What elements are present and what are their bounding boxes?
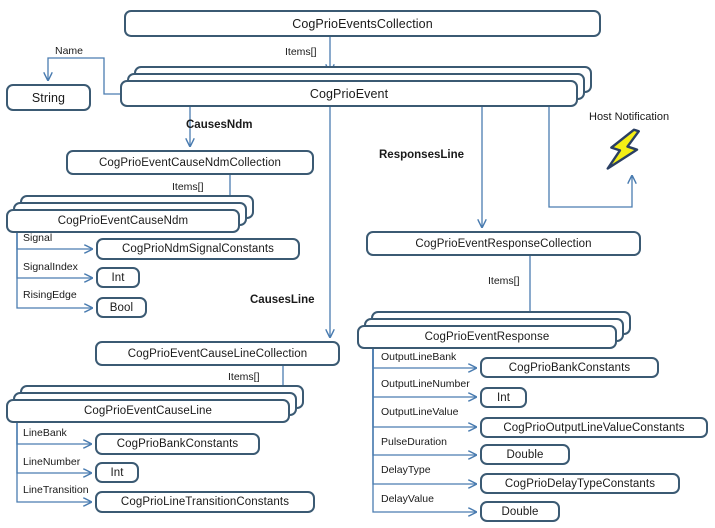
node-line_int[interactable]: Int (95, 462, 139, 483)
edge-label-pulse-duration: PulseDuration (381, 436, 447, 448)
edge-label-name: Name (55, 45, 84, 57)
edge-label-rising-edge: RisingEdge (23, 289, 77, 301)
edge-label-items-line: Items[] (228, 371, 260, 383)
edge-label-out-line-number: OutputLineNumber (381, 378, 470, 390)
edge-label-items-top: Items[] (285, 46, 317, 58)
node-cause_line_coll[interactable]: CogPrioEventCauseLineCollection (95, 341, 340, 366)
node-ndm_int[interactable]: Int (96, 267, 140, 288)
edge-label-line-bank: LineBank (23, 427, 67, 439)
edge-label-delay-type: DelayType (381, 464, 431, 476)
edge-label-signal-index: SignalIndex (23, 261, 78, 273)
node-out_bank_const[interactable]: CogPrioBankConstants (480, 357, 659, 378)
node-events_collection[interactable]: CogPrioEventsCollection (124, 10, 601, 37)
node-cause_line[interactable]: CogPrioEventCauseLine (6, 399, 290, 423)
edge-label-delay-value: DelayValue (381, 493, 434, 505)
edge-label-responses-line: ResponsesLine (379, 149, 464, 161)
lightning-bolt-icon (606, 126, 644, 176)
node-line_bank_const[interactable]: CogPrioBankConstants (95, 433, 260, 455)
node-cause_ndm[interactable]: CogPrioEventCauseNdm (6, 209, 240, 233)
node-pulse_double[interactable]: Double (480, 444, 570, 465)
edge-label-out-line-bank: OutputLineBank (381, 351, 457, 363)
node-ndm_bool[interactable]: Bool (96, 297, 147, 318)
edge-label-items-ndm: Items[] (172, 181, 204, 193)
edge-label-out-line-value: OutputLineValue (381, 406, 459, 418)
edge-label-causes-ndm: CausesNdm (186, 119, 253, 131)
node-out_int[interactable]: Int (480, 387, 527, 408)
edge-label-causes-line: CausesLine (250, 294, 315, 306)
edge-label-host-notif: Host Notification (589, 111, 670, 123)
edge-label-items-resp: Items[] (488, 275, 520, 287)
edge-label-line-transition: LineTransition (23, 484, 89, 496)
node-delay_double[interactable]: Double (480, 501, 560, 522)
node-out_line_val_const[interactable]: CogPrioOutputLineValueConstants (480, 417, 708, 438)
node-string[interactable]: String (6, 84, 91, 111)
node-response[interactable]: CogPrioEventResponse (357, 325, 617, 349)
edge-response-delayvalue (372, 349, 476, 512)
node-cause_ndm_coll[interactable]: CogPrioEventCauseNdmCollection (66, 150, 314, 175)
node-event[interactable]: CogPrioEvent (120, 80, 578, 107)
edge-label-line-number: LineNumber (23, 456, 81, 468)
node-line_trans_const[interactable]: CogPrioLineTransitionConstants (95, 491, 315, 513)
node-delay_type_const[interactable]: CogPrioDelayTypeConstants (480, 473, 680, 494)
edge-label-signal: Signal (23, 232, 53, 244)
node-ndm_signal_const[interactable]: CogPrioNdmSignalConstants (96, 238, 300, 260)
node-response_coll[interactable]: CogPrioEventResponseCollection (366, 231, 641, 256)
